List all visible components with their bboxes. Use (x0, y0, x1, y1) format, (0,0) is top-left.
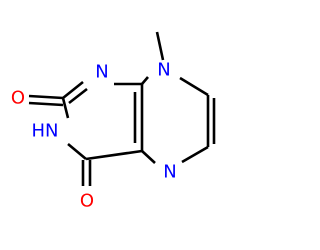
bond-n8-c9 (179, 76, 209, 97)
bond-n1-c2-inner (68, 87, 88, 105)
bond-n1-c2 (62, 80, 84, 100)
atom-o-top: O (11, 88, 25, 109)
atom-n-methyl: N (157, 60, 170, 81)
bond-c10-n5 (181, 145, 209, 164)
atom-o-bottom: O (80, 191, 94, 212)
bond-methyl (155, 31, 165, 61)
bond-c2-o-lower (28, 101, 64, 107)
atom-nh: HN (32, 121, 59, 142)
atom-n-ring-top: N (95, 62, 108, 83)
bond-n8-c8a (141, 76, 149, 85)
bond-n3-c4 (67, 143, 87, 160)
molecule-structure: N N N HN O O (11, 31, 216, 212)
bond-c2-n3 (61, 97, 70, 119)
bond-n5-c4a (141, 150, 156, 164)
atom-n-ring-bottom: N (163, 162, 176, 183)
bond-c2-o-upper (28, 94, 64, 100)
bond-c4-c4a (85, 149, 143, 161)
